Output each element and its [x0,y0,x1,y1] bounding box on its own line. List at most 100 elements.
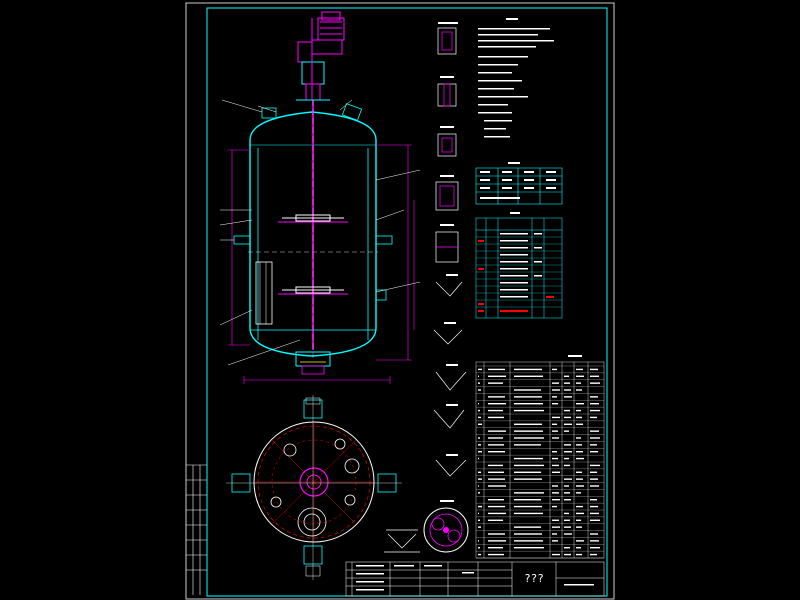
vessel-jacket [257,148,369,340]
parts-list-cell-mark [564,382,570,384]
nozzle-schedule-highlights [478,240,554,312]
parts-list-cell-mark [590,540,599,542]
parts-list-cell-mark [514,403,543,405]
parts-list-cell-mark [488,540,506,542]
parts-list-cell-mark [576,403,584,405]
parts-list-cell-mark [576,423,583,425]
parts-list-cell-mark [576,451,583,453]
parts-list-cell-mark [590,553,597,556]
parts-list-cell-mark [564,396,572,398]
parts-list-cell-mark [478,512,479,515]
design-data-table [475,167,563,205]
parts-list-cell-mark [576,547,581,549]
parts-list-cell-mark [488,375,506,377]
parts-list-cell-mark [576,389,582,391]
parts-list-cell-mark [514,437,544,439]
parts-list-cell-mark [590,375,599,377]
leader-lines [219,99,421,366]
parts-list-cell-mark [488,478,505,480]
parts-list-cell-mark [488,547,503,549]
parts-list-cell-mark [590,519,600,521]
parts-list-cell-mark [514,457,543,460]
parts-list-cell-mark [564,547,570,549]
parts-list-cell-mark [478,375,479,377]
parts-list-cell-mark [552,437,559,439]
nozzle-schedule-fill [500,212,542,298]
detail-section-circle [423,507,469,553]
parts-list-cell-mark [488,533,505,535]
title-block-mark: ??? [524,572,544,585]
parts-list-cell-mark [564,430,569,432]
parts-list-cell-mark [590,444,597,446]
plan-view [226,395,402,580]
nozzle-schedule-table [475,217,563,319]
reactor-vessel-elevation [233,100,393,375]
parts-list-cell-mark [564,457,569,460]
parts-list-cell-mark [590,512,599,515]
parts-list-cell-mark [590,403,599,405]
parts-list-cell-mark [488,403,506,405]
support-lug-left [233,235,251,245]
parts-list-cell-mark [590,437,600,439]
parts-list-cell-mark [576,526,582,528]
parts-list-cell-mark [564,553,571,556]
parts-list-cell-mark [478,471,481,473]
parts-list-cell-mark [552,499,560,501]
parts-list-cell-mark [552,396,557,398]
parts-list-cell-mark [552,416,560,419]
parts-list-cell-mark [590,485,599,487]
impeller-lower [278,286,348,295]
parts-list-cell-mark [514,512,543,515]
parts-list-cell-mark [590,396,598,398]
parts-list-cell-mark [514,396,542,398]
detail-small-vee [384,529,420,553]
parts-list-cell-mark [552,403,558,405]
parts-list-cell-mark [488,499,504,501]
parts-list-cell-mark [552,382,559,384]
nozzle-schedule-rows [476,236,562,308]
parts-list-cell-mark [552,451,557,453]
parts-list-cell-mark [478,389,481,391]
parts-list-cell-mark [552,423,557,425]
parts-list-cell-mark [564,499,571,501]
parts-list-cell-mark [478,492,480,494]
parts-list-cell-mark [590,547,600,549]
parts-list-cell-mark [564,416,571,419]
parts-list-cell-mark [514,540,543,542]
parts-list-cell-mark [564,533,572,535]
parts-list-cell-mark [552,505,557,508]
parts-list-cell-mark [590,368,598,371]
parts-list-cell-mark [488,485,506,487]
vessel-shell [249,111,377,357]
parts-list-cell-mark [564,485,569,487]
parts-list-cell-mark [564,423,572,425]
parts-list-cell-mark [488,553,504,556]
parts-list-cell-mark [514,464,544,467]
parts-list-cell-mark [488,519,503,521]
parts-list-cell-mark [576,519,581,521]
left-revision-strip [186,464,207,595]
parts-list-cell-mark [488,444,504,446]
parts-list-cell-mark [576,382,581,384]
parts-list-cell-mark [488,512,506,515]
parts-list-cell-mark [576,553,582,556]
nozzle-top-right [341,103,363,121]
parts-list-cell-mark [478,540,479,542]
parts-list-cell-mark [488,416,504,419]
parts-list-cell-mark [488,430,506,432]
parts-list-cell-mark [576,457,584,460]
parts-list-cell-mark [590,478,598,480]
parts-list-cell-mark [514,430,543,432]
parts-list-cell-mark [564,512,569,515]
nozzle-detail-labels [438,22,458,502]
parts-list-cell-mark [576,471,582,473]
parts-list-cell-mark [576,437,581,439]
title-block [345,561,605,597]
title-block-fill [356,565,594,591]
parts-list-cell-mark [488,437,503,439]
parts-list-cell-mark [564,409,570,412]
parts-list-fill [478,368,600,556]
parts-list-table [475,361,605,559]
parts-list-cell-mark [552,492,559,494]
parts-list-cell-mark [514,375,543,377]
